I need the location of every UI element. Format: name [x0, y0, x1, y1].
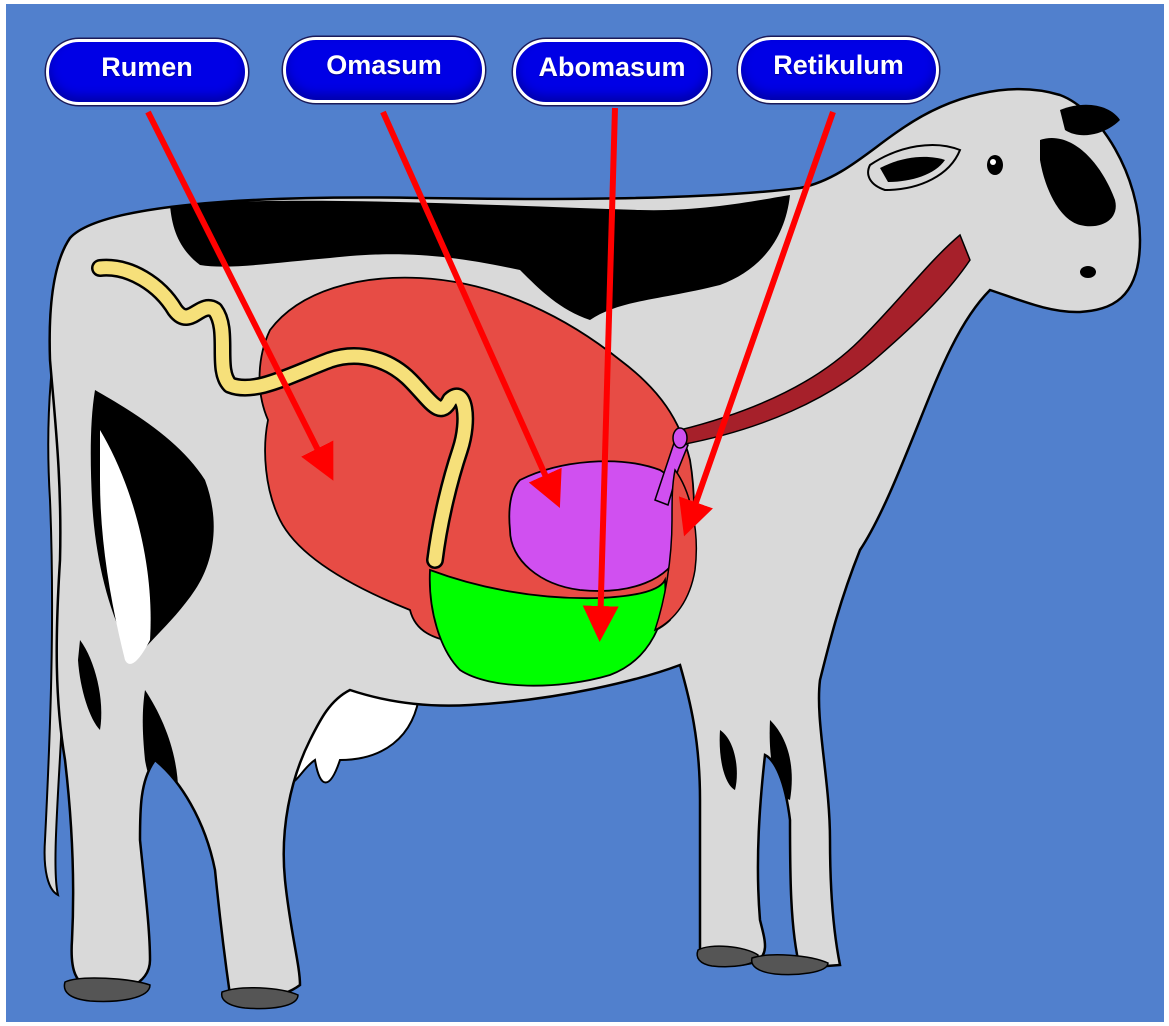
- omasum-label: Omasum: [326, 50, 442, 81]
- retikulum-label-button[interactable]: Retikulum: [738, 37, 939, 103]
- horn-tuft: [1060, 105, 1120, 135]
- abomasum-label-button[interactable]: Abomasum: [513, 39, 711, 105]
- nostril: [1080, 266, 1096, 278]
- rumen-label: Rumen: [101, 52, 193, 83]
- omasum-label-button[interactable]: Omasum: [283, 37, 485, 103]
- retikulum-label: Retikulum: [773, 50, 904, 81]
- rumen-label-button[interactable]: Rumen: [46, 39, 248, 105]
- hooves: [64, 946, 828, 1008]
- eye: [987, 155, 1003, 175]
- abomasum-label: Abomasum: [538, 52, 685, 83]
- omasum: [509, 461, 685, 591]
